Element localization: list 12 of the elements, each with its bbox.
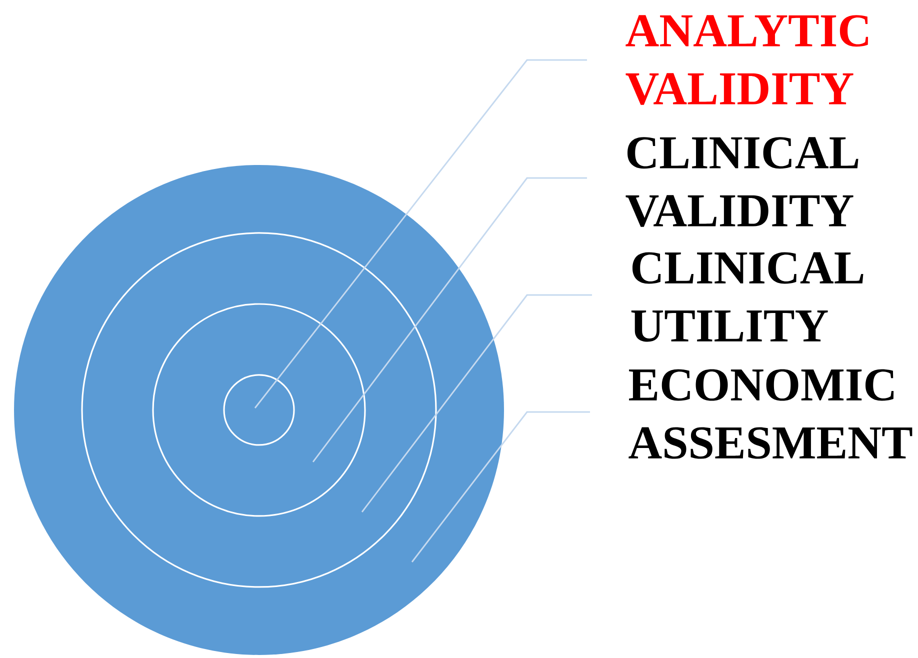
ring [223,374,295,446]
leader-line [254,59,587,408]
label-text: ANALYTIC VALIDITY [626,15,868,105]
label-text: ECONOMIC ASSESMENT [628,369,912,459]
leader-line [312,177,587,462]
label-text: CLINICAL UTILITY [631,252,864,342]
ring [81,232,437,588]
ring [152,303,366,517]
leader-line [361,294,592,512]
leader-line [411,411,590,562]
disc [14,165,504,655]
label-text: CLINICAL VALIDITY [626,137,858,227]
